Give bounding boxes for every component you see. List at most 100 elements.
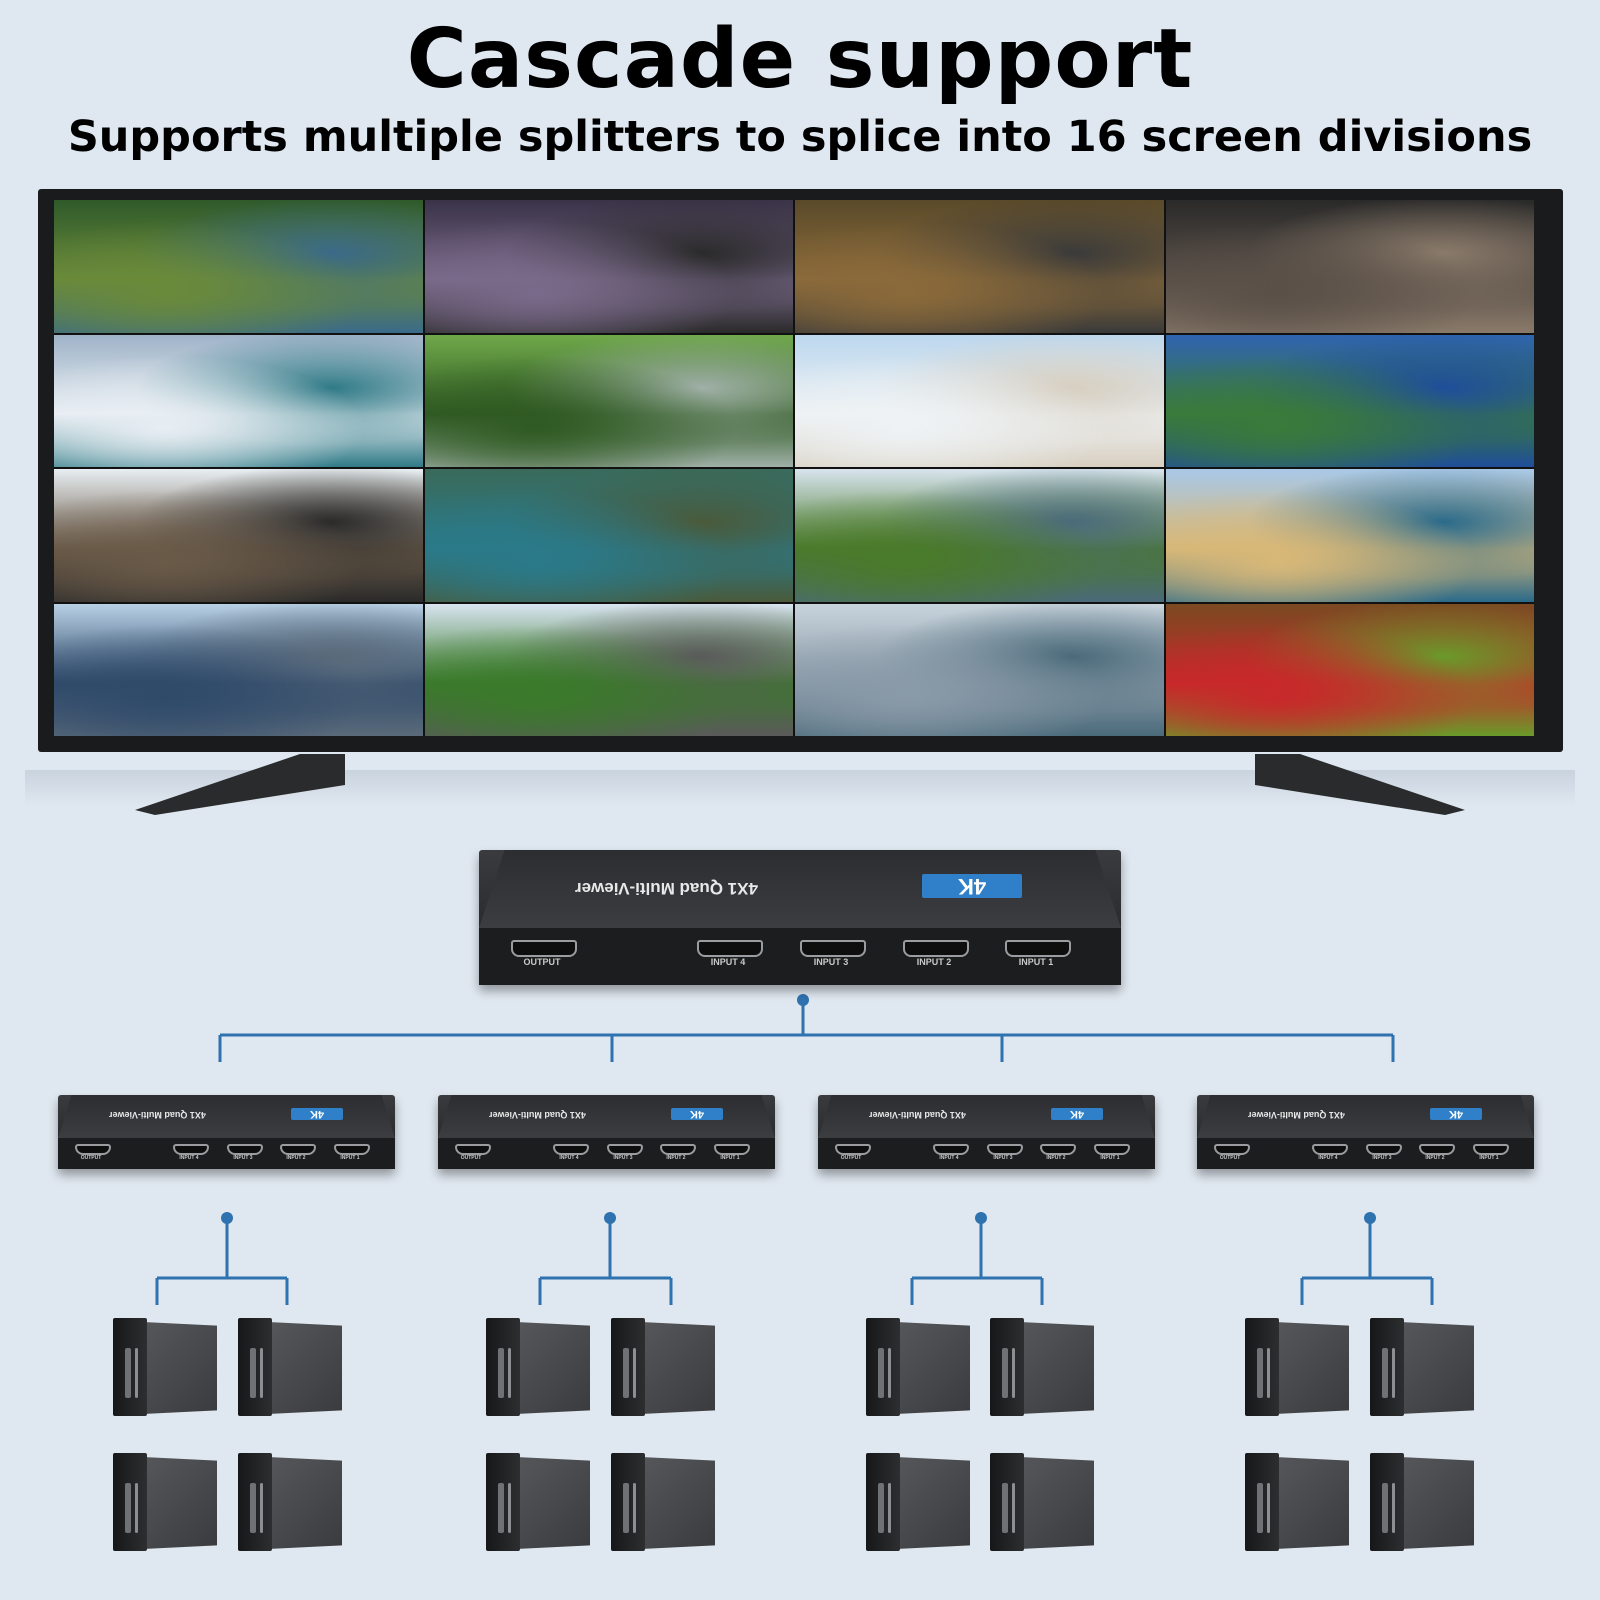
- connector-main-node: [797, 994, 809, 1006]
- source-pc-icon: [1245, 1453, 1349, 1551]
- screen-tile-city-skyline: [54, 603, 423, 736]
- screen-tile-action-game: [1165, 200, 1534, 333]
- screen-tile-anime-forest: [424, 334, 793, 467]
- port-label: INPUT 3: [233, 1155, 253, 1161]
- hdmi-port-input-4: [553, 1144, 589, 1155]
- hdmi-port-input-2: [660, 1144, 696, 1155]
- port-label: OUTPUT: [80, 1155, 102, 1161]
- port-label: INPUT 4: [179, 1155, 199, 1161]
- source-pc-icon: [238, 1318, 342, 1416]
- device-brand-label: 4X1 Quad Multi-Viewer: [575, 879, 758, 898]
- port-label: INPUT 3: [613, 1155, 633, 1161]
- source-pc-icon: [1245, 1318, 1349, 1416]
- source-pc-icon: [611, 1453, 715, 1551]
- hdmi-port-input-4: [1312, 1144, 1348, 1155]
- hdmi-port-input-1: [334, 1144, 370, 1155]
- hdmi-port-output: [835, 1144, 871, 1155]
- hdmi-port-input-1: [1005, 940, 1071, 957]
- port-label: INPUT 4: [710, 957, 746, 967]
- connector-sub-node: [975, 1212, 987, 1224]
- port-label: OUTPUT: [840, 1155, 862, 1161]
- source-pc-icon: [486, 1453, 590, 1551]
- badge-4k: 4K: [922, 874, 1022, 899]
- hdmi-port-input-2: [280, 1144, 316, 1155]
- source-pc-icon: [990, 1318, 1094, 1416]
- screen-tile-arcade-game: [795, 200, 1164, 333]
- hdmi-port-output: [455, 1144, 491, 1155]
- page-title: Cascade support: [406, 12, 1194, 107]
- port-label: INPUT 1: [720, 1155, 740, 1161]
- tv-screen-grid: [54, 200, 1534, 736]
- screen-tile-coastal-beach: [1165, 469, 1534, 602]
- screen-tile-tree-road: [424, 603, 793, 736]
- source-pc-icon: [113, 1453, 217, 1551]
- hdmi-port-input-2: [1419, 1144, 1455, 1155]
- tv-stand-left: [135, 754, 345, 815]
- screen-tile-flamingos-beach: [795, 334, 1164, 467]
- hdmi-port-input-3: [987, 1144, 1023, 1155]
- tv-stand-right: [1255, 754, 1465, 815]
- device-brand-label: 4X1 Quad Multi-Viewer: [869, 1110, 966, 1120]
- screen-tile-anime-character: [54, 469, 423, 602]
- port-label: INPUT 3: [1372, 1155, 1392, 1161]
- badge-4k: 4K: [671, 1108, 723, 1120]
- port-label: INPUT 2: [1425, 1155, 1445, 1161]
- screen-tile-tropical-island: [1165, 334, 1534, 467]
- hdmi-port-output: [1214, 1144, 1250, 1155]
- port-label: INPUT 1: [1479, 1155, 1499, 1161]
- badge-4k: 4K: [291, 1108, 343, 1120]
- hdmi-port-input-1: [1094, 1144, 1130, 1155]
- port-label: INPUT 2: [916, 957, 952, 967]
- port-label: INPUT 3: [993, 1155, 1013, 1161]
- hdmi-port-input-1: [1473, 1144, 1509, 1155]
- port-label: INPUT 1: [1100, 1155, 1120, 1161]
- screen-tile-tree-river: [795, 469, 1164, 602]
- tv-monitor: [38, 189, 1563, 752]
- port-label: INPUT 2: [1046, 1155, 1066, 1161]
- hdmi-port-input-3: [607, 1144, 643, 1155]
- port-label: INPUT 4: [1318, 1155, 1338, 1161]
- hdmi-port-input-4: [173, 1144, 209, 1155]
- hdmi-port-output: [511, 940, 577, 957]
- source-pc-icon: [866, 1318, 970, 1416]
- hdmi-port-input-4: [697, 940, 763, 957]
- source-pc-icon: [866, 1453, 970, 1551]
- source-pc-icon: [990, 1453, 1094, 1551]
- source-pc-icon: [1370, 1453, 1474, 1551]
- source-pc-icon: [238, 1453, 342, 1551]
- screen-tile-lake-dog: [424, 469, 793, 602]
- port-label: INPUT 2: [666, 1155, 686, 1161]
- port-label: OUTPUT: [523, 957, 561, 967]
- device-brand-label: 4X1 Quad Multi-Viewer: [109, 1110, 206, 1120]
- connector-sub-node: [1364, 1212, 1376, 1224]
- hdmi-port-input-3: [1366, 1144, 1402, 1155]
- port-label: OUTPUT: [1219, 1155, 1241, 1161]
- screen-tile-fruit-basket: [1165, 603, 1534, 736]
- port-label: INPUT 3: [813, 957, 849, 967]
- connector-sub-node: [221, 1212, 233, 1224]
- hdmi-port-input-1: [714, 1144, 750, 1155]
- screen-tile-river-buildings: [795, 603, 1164, 736]
- hdmi-port-input-3: [800, 940, 866, 957]
- port-label: INPUT 4: [559, 1155, 579, 1161]
- screen-tile-shooter-game: [424, 200, 793, 333]
- source-pc-icon: [611, 1318, 715, 1416]
- device-brand-label: 4X1 Quad Multi-Viewer: [489, 1110, 586, 1120]
- source-pc-icon: [1370, 1318, 1474, 1416]
- badge-4k: 4K: [1430, 1108, 1482, 1120]
- badge-4k: 4K: [1051, 1108, 1103, 1120]
- screen-tile-mountain-lake: [54, 334, 423, 467]
- source-pc-icon: [113, 1318, 217, 1416]
- port-label: INPUT 1: [340, 1155, 360, 1161]
- device-brand-label: 4X1 Quad Multi-Viewer: [1248, 1110, 1345, 1120]
- source-pc-icon: [486, 1318, 590, 1416]
- screen-tile-moba-game: [54, 200, 423, 333]
- port-label: INPUT 1: [1018, 957, 1054, 967]
- hdmi-port-output: [75, 1144, 111, 1155]
